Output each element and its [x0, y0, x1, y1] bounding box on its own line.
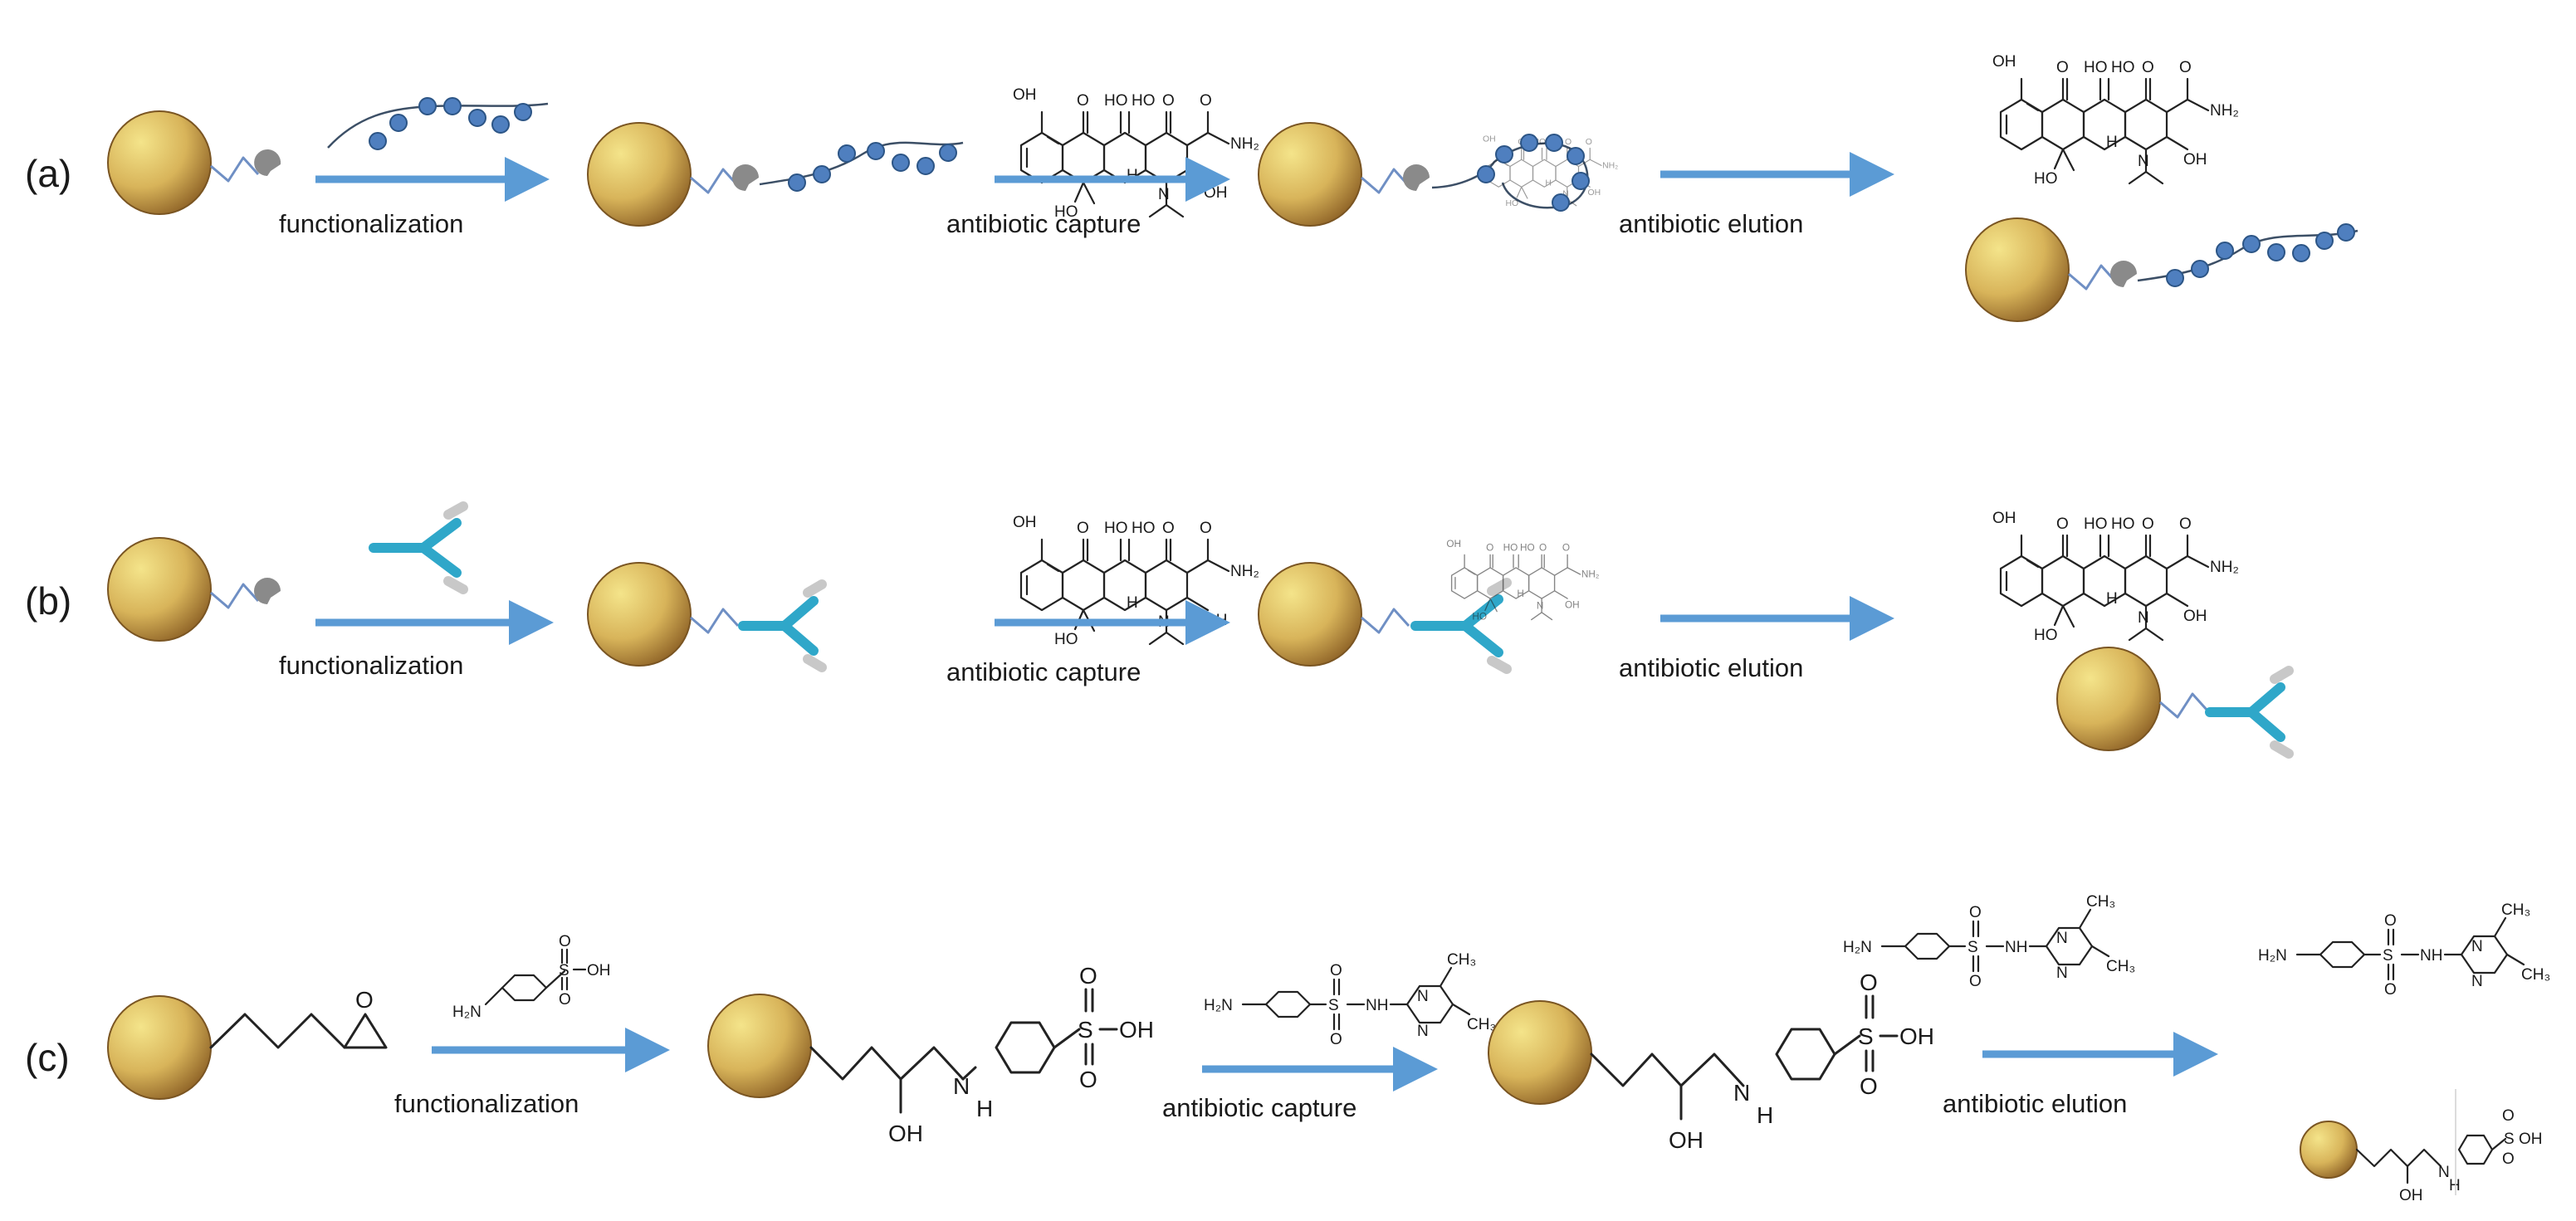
tetracycline-icon: [1991, 508, 2240, 646]
epoxide-icon: O: [343, 987, 388, 1049]
sulfamethazine-icon: [1202, 950, 1498, 1050]
svg-text:OH: OH: [1119, 1017, 1154, 1043]
gold-particle-icon: [107, 537, 212, 642]
tetracycline-icon: [1011, 512, 1260, 650]
svg-text:O: O: [2502, 1107, 2515, 1125]
antibody-icon: [738, 579, 827, 672]
svg-text:OH: OH: [1669, 1127, 1703, 1153]
gold-particle-icon: [1488, 1000, 1592, 1105]
gold-particle-icon: [2056, 647, 2161, 751]
antibody-icon: [369, 501, 468, 594]
antibody-icon: [2205, 666, 2294, 759]
step-label-capture-a: antibiotic capture: [946, 209, 1141, 238]
gold-particle-icon: [2300, 1121, 2358, 1179]
row-b: (b) functionalization antibiotic capture: [25, 501, 2294, 759]
svg-text:O: O: [1860, 1073, 1878, 1099]
svg-text:S: S: [1858, 1023, 1874, 1049]
step-label-capture-b: antibiotic capture: [946, 657, 1141, 686]
svg-text:O: O: [1079, 963, 1097, 989]
svg-text:N: N: [1733, 1080, 1750, 1106]
svg-text:N: N: [2438, 1164, 2450, 1181]
svg-text:OH: OH: [888, 1121, 923, 1146]
tetracycline-icon: [1991, 51, 2240, 189]
svg-text:S: S: [2504, 1131, 2515, 1148]
gold-particle-icon: [1258, 562, 1362, 667]
gold-particle-icon: [707, 994, 812, 1098]
svg-text:H: H: [976, 1096, 993, 1121]
antibody-antibiotic-complex-icon: [1410, 538, 1601, 674]
alkyl-chain-icon: [209, 1013, 346, 1049]
gold-particle-icon: [107, 995, 212, 1100]
row-a: (a) functionalization antibiotic capture: [25, 51, 2358, 322]
gold-particle-icon: [1965, 217, 2070, 322]
row-label-b: (b): [25, 579, 71, 623]
svg-text:OH: OH: [2519, 1131, 2543, 1148]
svg-text:S: S: [1078, 1017, 1093, 1043]
row-c: (c) O functionalization OH N H S O O OH …: [25, 891, 2552, 1204]
svg-text:O: O: [2502, 1150, 2515, 1168]
step-label-functionalization-a: functionalization: [279, 209, 463, 238]
row-label-a: (a): [25, 152, 71, 195]
tetracycline-icon: [1011, 85, 1260, 222]
receptor-icon: [254, 149, 281, 176]
svg-text:H: H: [1757, 1102, 1773, 1128]
step-label-functionalization-b: functionalization: [279, 651, 463, 680]
gold-particle-icon: [1258, 122, 1362, 227]
linker-icon: [210, 156, 260, 183]
svg-text:O: O: [355, 987, 374, 1013]
step-label-elution-c: antibiotic elution: [1943, 1089, 2127, 1118]
step-label-elution-a: antibiotic elution: [1619, 209, 1803, 238]
gold-particle-icon: [587, 562, 692, 667]
svg-text:OH: OH: [1899, 1023, 1934, 1049]
step-label-elution-b: antibiotic elution: [1619, 653, 1803, 682]
aptamer-icon: [759, 141, 964, 192]
aptamer-icon: [327, 97, 549, 150]
svg-text:OH: OH: [2399, 1187, 2423, 1204]
row-label-c: (c): [25, 1036, 70, 1079]
svg-text:H: H: [2449, 1177, 2461, 1194]
sulfamethazine-icon: [1841, 891, 2137, 992]
step-label-capture-c: antibiotic capture: [1162, 1093, 1356, 1122]
aptamer-icon: [2137, 223, 2358, 287]
sulfamethazine-icon: [2256, 900, 2552, 1000]
svg-text:N: N: [953, 1073, 970, 1099]
gold-particle-icon: [107, 110, 212, 215]
aptamer-antibiotic-complex-icon: [1431, 134, 1619, 212]
sulfanilic-acid-icon: [451, 931, 612, 1023]
step-label-functionalization-c: functionalization: [394, 1089, 579, 1118]
gold-particle-icon: [587, 122, 692, 227]
svg-text:O: O: [1079, 1067, 1097, 1092]
svg-text:O: O: [1860, 969, 1878, 995]
